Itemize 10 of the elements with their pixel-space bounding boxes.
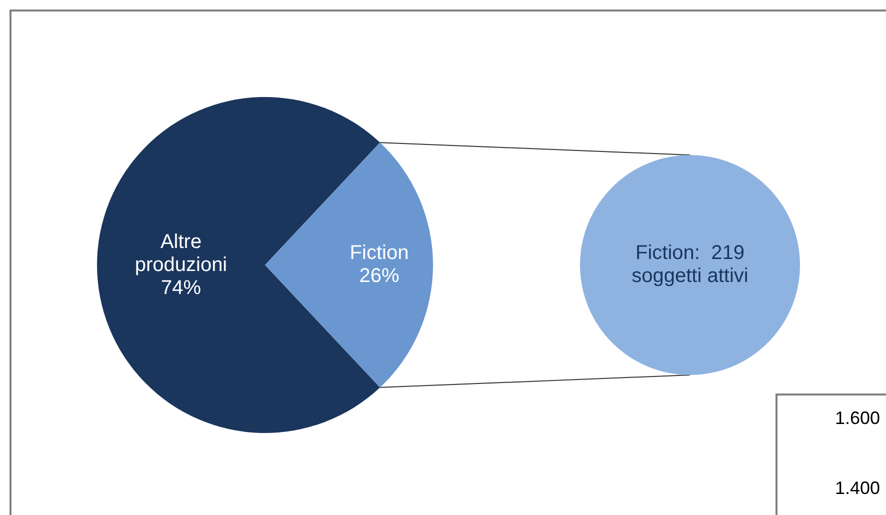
connector-line <box>380 142 690 156</box>
percent-label: 74% <box>160 276 202 300</box>
category-label: Altre produzioni <box>134 230 228 276</box>
circle-label: Fiction: 219 soggetti attivi <box>630 242 750 288</box>
axis-value: 1.400 <box>834 478 880 499</box>
percent-label: 26% <box>358 265 400 288</box>
pie-slice <box>265 142 433 388</box>
axis-value: 1.600 <box>834 408 880 429</box>
category-label: Fiction <box>348 242 410 265</box>
connector-line <box>380 374 690 388</box>
